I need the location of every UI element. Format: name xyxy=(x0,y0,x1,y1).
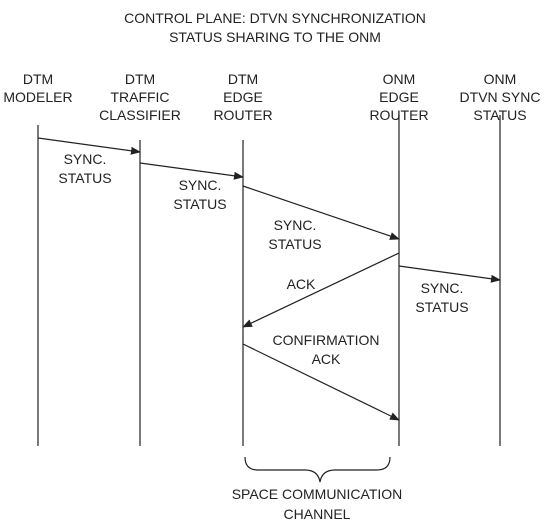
participant-label-line: TRAFFIC xyxy=(110,89,169,105)
messages: SYNC. STATUS SYNC. STATUS SYNC. STATUS ACK SYNC… xyxy=(37,137,501,421)
message-label-line: STATUS xyxy=(268,236,321,252)
participant-label-line: ONM xyxy=(383,71,416,87)
channel-brace xyxy=(244,456,391,483)
message-arrow xyxy=(398,265,501,283)
message-sync-status-1: SYNC. STATUS xyxy=(37,137,141,186)
participant-dtm-traffic-classifier: DTM TRAFFIC CLASSIFIER xyxy=(99,71,181,123)
message-label-line: SYNC. xyxy=(421,280,464,296)
message-label-line: ACK xyxy=(312,351,341,367)
message-label-line: STATUS xyxy=(58,170,111,186)
message-sync-status-3: SYNC. STATUS xyxy=(242,185,400,252)
participant-label-line: ONM xyxy=(484,71,517,87)
participant-label-line: DTM xyxy=(23,71,53,87)
message-arrow xyxy=(242,252,400,328)
message-arrow xyxy=(139,162,244,180)
message-arrow xyxy=(242,185,400,240)
diagram-title-line-1: CONTROL PLANE: DTVN SYNCHRONIZATION xyxy=(124,10,426,26)
channel-label-line-1: SPACE COMMUNICATION xyxy=(232,486,403,502)
message-sync-status-2: SYNC. STATUS xyxy=(139,162,244,212)
message-label-line: STATUS xyxy=(173,196,226,212)
participant-label-line: EDGE xyxy=(379,89,419,105)
message-ack: ACK xyxy=(242,252,400,328)
participant-label-line: DTM xyxy=(125,71,155,87)
participant-label-line: CLASSIFIER xyxy=(99,107,181,123)
participant-label-line: EDGE xyxy=(223,89,263,105)
diagram-title-line-2: STATUS SHARING TO THE ONM xyxy=(169,29,381,45)
message-arrow xyxy=(37,137,141,155)
participant-label-line: ROUTER xyxy=(213,107,272,123)
participant-label-line: DTVN SYNC xyxy=(460,89,541,105)
message-arrow xyxy=(242,343,400,421)
lifelines xyxy=(37,115,501,446)
message-label-line: SYNC. xyxy=(274,217,317,233)
message-label-line: CONFIRMATION xyxy=(272,332,379,348)
message-confirmation-ack: CONFIRMATION ACK xyxy=(242,332,400,421)
channel-label-line-2: CHANNEL xyxy=(284,506,351,522)
message-sync-status-4: SYNC. STATUS xyxy=(398,265,501,315)
participant-label-line: DTM xyxy=(228,71,258,87)
participant-label-line: MODELER xyxy=(3,89,72,105)
message-label-line: STATUS xyxy=(415,299,468,315)
participants: DTM MODELER DTM TRAFFIC CLASSIFIER DTM EDGE ROU… xyxy=(3,71,540,123)
participant-dtm-modeler: DTM MODELER xyxy=(3,71,72,105)
message-label-line: SYNC. xyxy=(64,151,107,167)
message-label-line: ACK xyxy=(287,276,316,292)
participant-dtm-edge-router: DTM EDGE ROUTER xyxy=(213,71,272,123)
message-label-line: SYNC. xyxy=(179,177,222,193)
